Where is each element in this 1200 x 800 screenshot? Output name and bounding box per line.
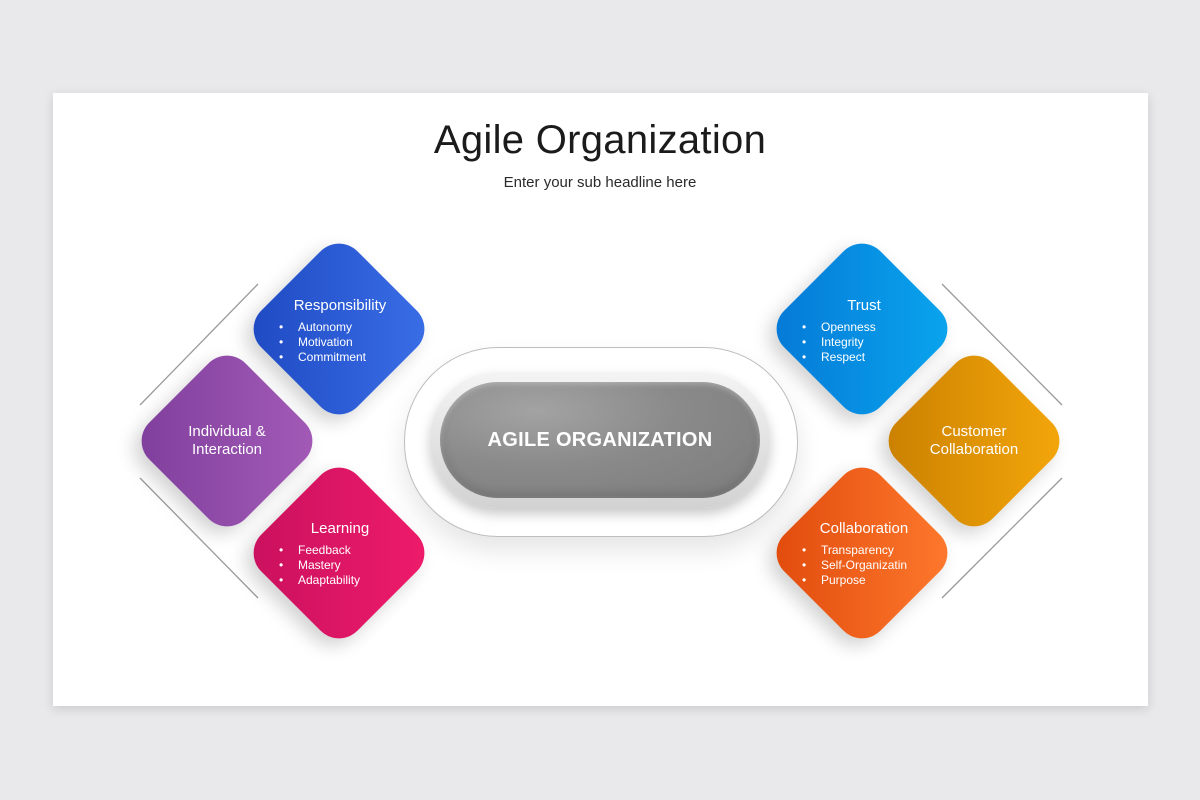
individual-heading-line1: Individual & <box>188 423 266 440</box>
bullet-item: Transparency <box>800 543 964 558</box>
slide-subtitle: Enter your sub headline here <box>503 174 697 191</box>
collaboration-bullets: Transparency Self-Organizatin Purpose <box>800 543 964 588</box>
bullet-item: Autonomy <box>277 320 440 335</box>
trust-bullets: Openness Integrity Respect <box>800 320 964 365</box>
customer-heading-line2: Collaboration <box>929 441 1019 458</box>
learning-heading: Learning <box>310 520 370 537</box>
bullet-item: Openness <box>800 320 964 335</box>
customer-collaboration-text: Customer Collaboration <box>874 423 1074 459</box>
slide-title: Agile Organization <box>433 118 767 162</box>
bullet-item: Motivation <box>277 335 440 350</box>
bullet-item: Commitment <box>277 350 440 365</box>
bullet-item: Feedback <box>277 543 440 558</box>
collaboration-text: Collaboration Transparency Self-Organiza… <box>764 520 964 588</box>
responsibility-bullets: Autonomy Motivation Commitment <box>277 320 440 365</box>
individual-interaction-text: Individual & Interaction <box>127 423 327 459</box>
trust-heading: Trust <box>847 297 881 314</box>
bullet-item: Purpose <box>800 573 964 588</box>
collaboration-heading: Collaboration <box>819 520 909 537</box>
responsibility-text: Responsibility Autonomy Motivation Commi… <box>240 297 440 365</box>
center-label: AGILE ORGANIZATION <box>440 382 760 498</box>
customer-heading-line1: Customer <box>941 423 1007 440</box>
learning-bullets: Feedback Mastery Adaptability <box>277 543 440 588</box>
individual-heading-line2: Interaction <box>191 441 263 458</box>
bullet-item: Adaptability <box>277 573 440 588</box>
responsibility-heading: Responsibility <box>293 297 387 314</box>
learning-text: Learning Feedback Mastery Adaptability <box>240 520 440 588</box>
bullet-item: Mastery <box>277 558 440 573</box>
bullet-item: Self-Organizatin <box>800 558 964 573</box>
trust-text: Trust Openness Integrity Respect <box>764 297 964 365</box>
bullet-item: Integrity <box>800 335 964 350</box>
bullet-item: Respect <box>800 350 964 365</box>
